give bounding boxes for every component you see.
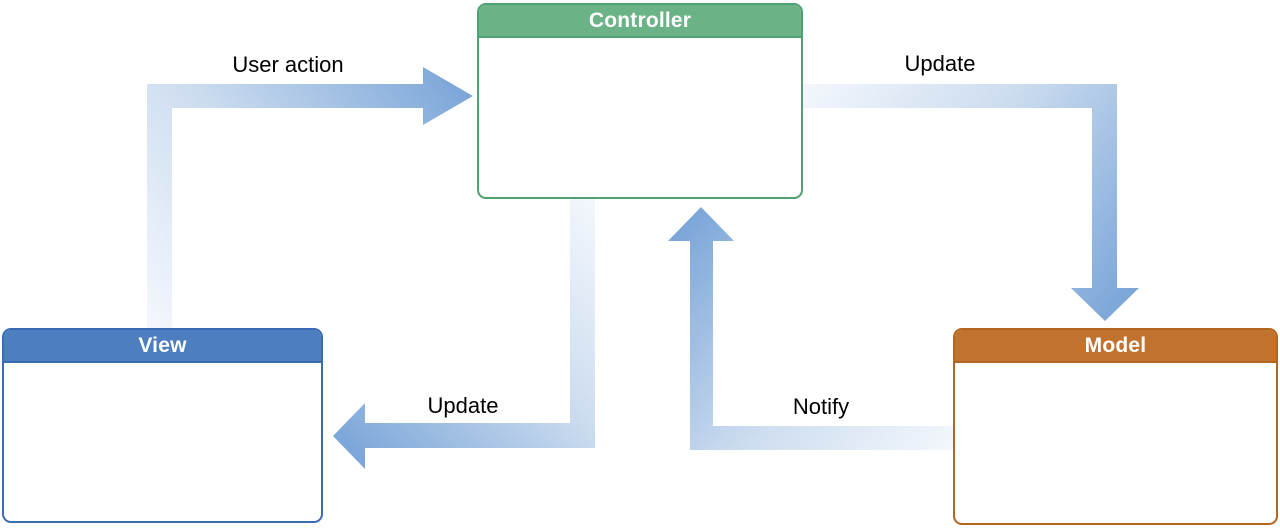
arrow-update-view — [333, 199, 595, 469]
view-title: View — [138, 333, 187, 357]
arrow-notify — [668, 207, 953, 450]
controller-box: Controller — [477, 3, 803, 199]
update-model-label: Update — [904, 51, 976, 76]
arrow-update-model — [803, 84, 1139, 321]
arrow-user-action — [147, 67, 473, 328]
notify-label: Notify — [792, 394, 850, 419]
controller-header: Controller — [479, 5, 801, 38]
view-header: View — [4, 330, 321, 363]
model-box: Model — [953, 328, 1278, 525]
model-title: Model — [1084, 333, 1147, 357]
user-action-label: User action — [232, 52, 344, 77]
controller-title: Controller — [588, 8, 692, 32]
model-header: Model — [955, 330, 1276, 363]
update-view-label: Update — [427, 393, 499, 418]
view-box: View — [2, 328, 323, 523]
